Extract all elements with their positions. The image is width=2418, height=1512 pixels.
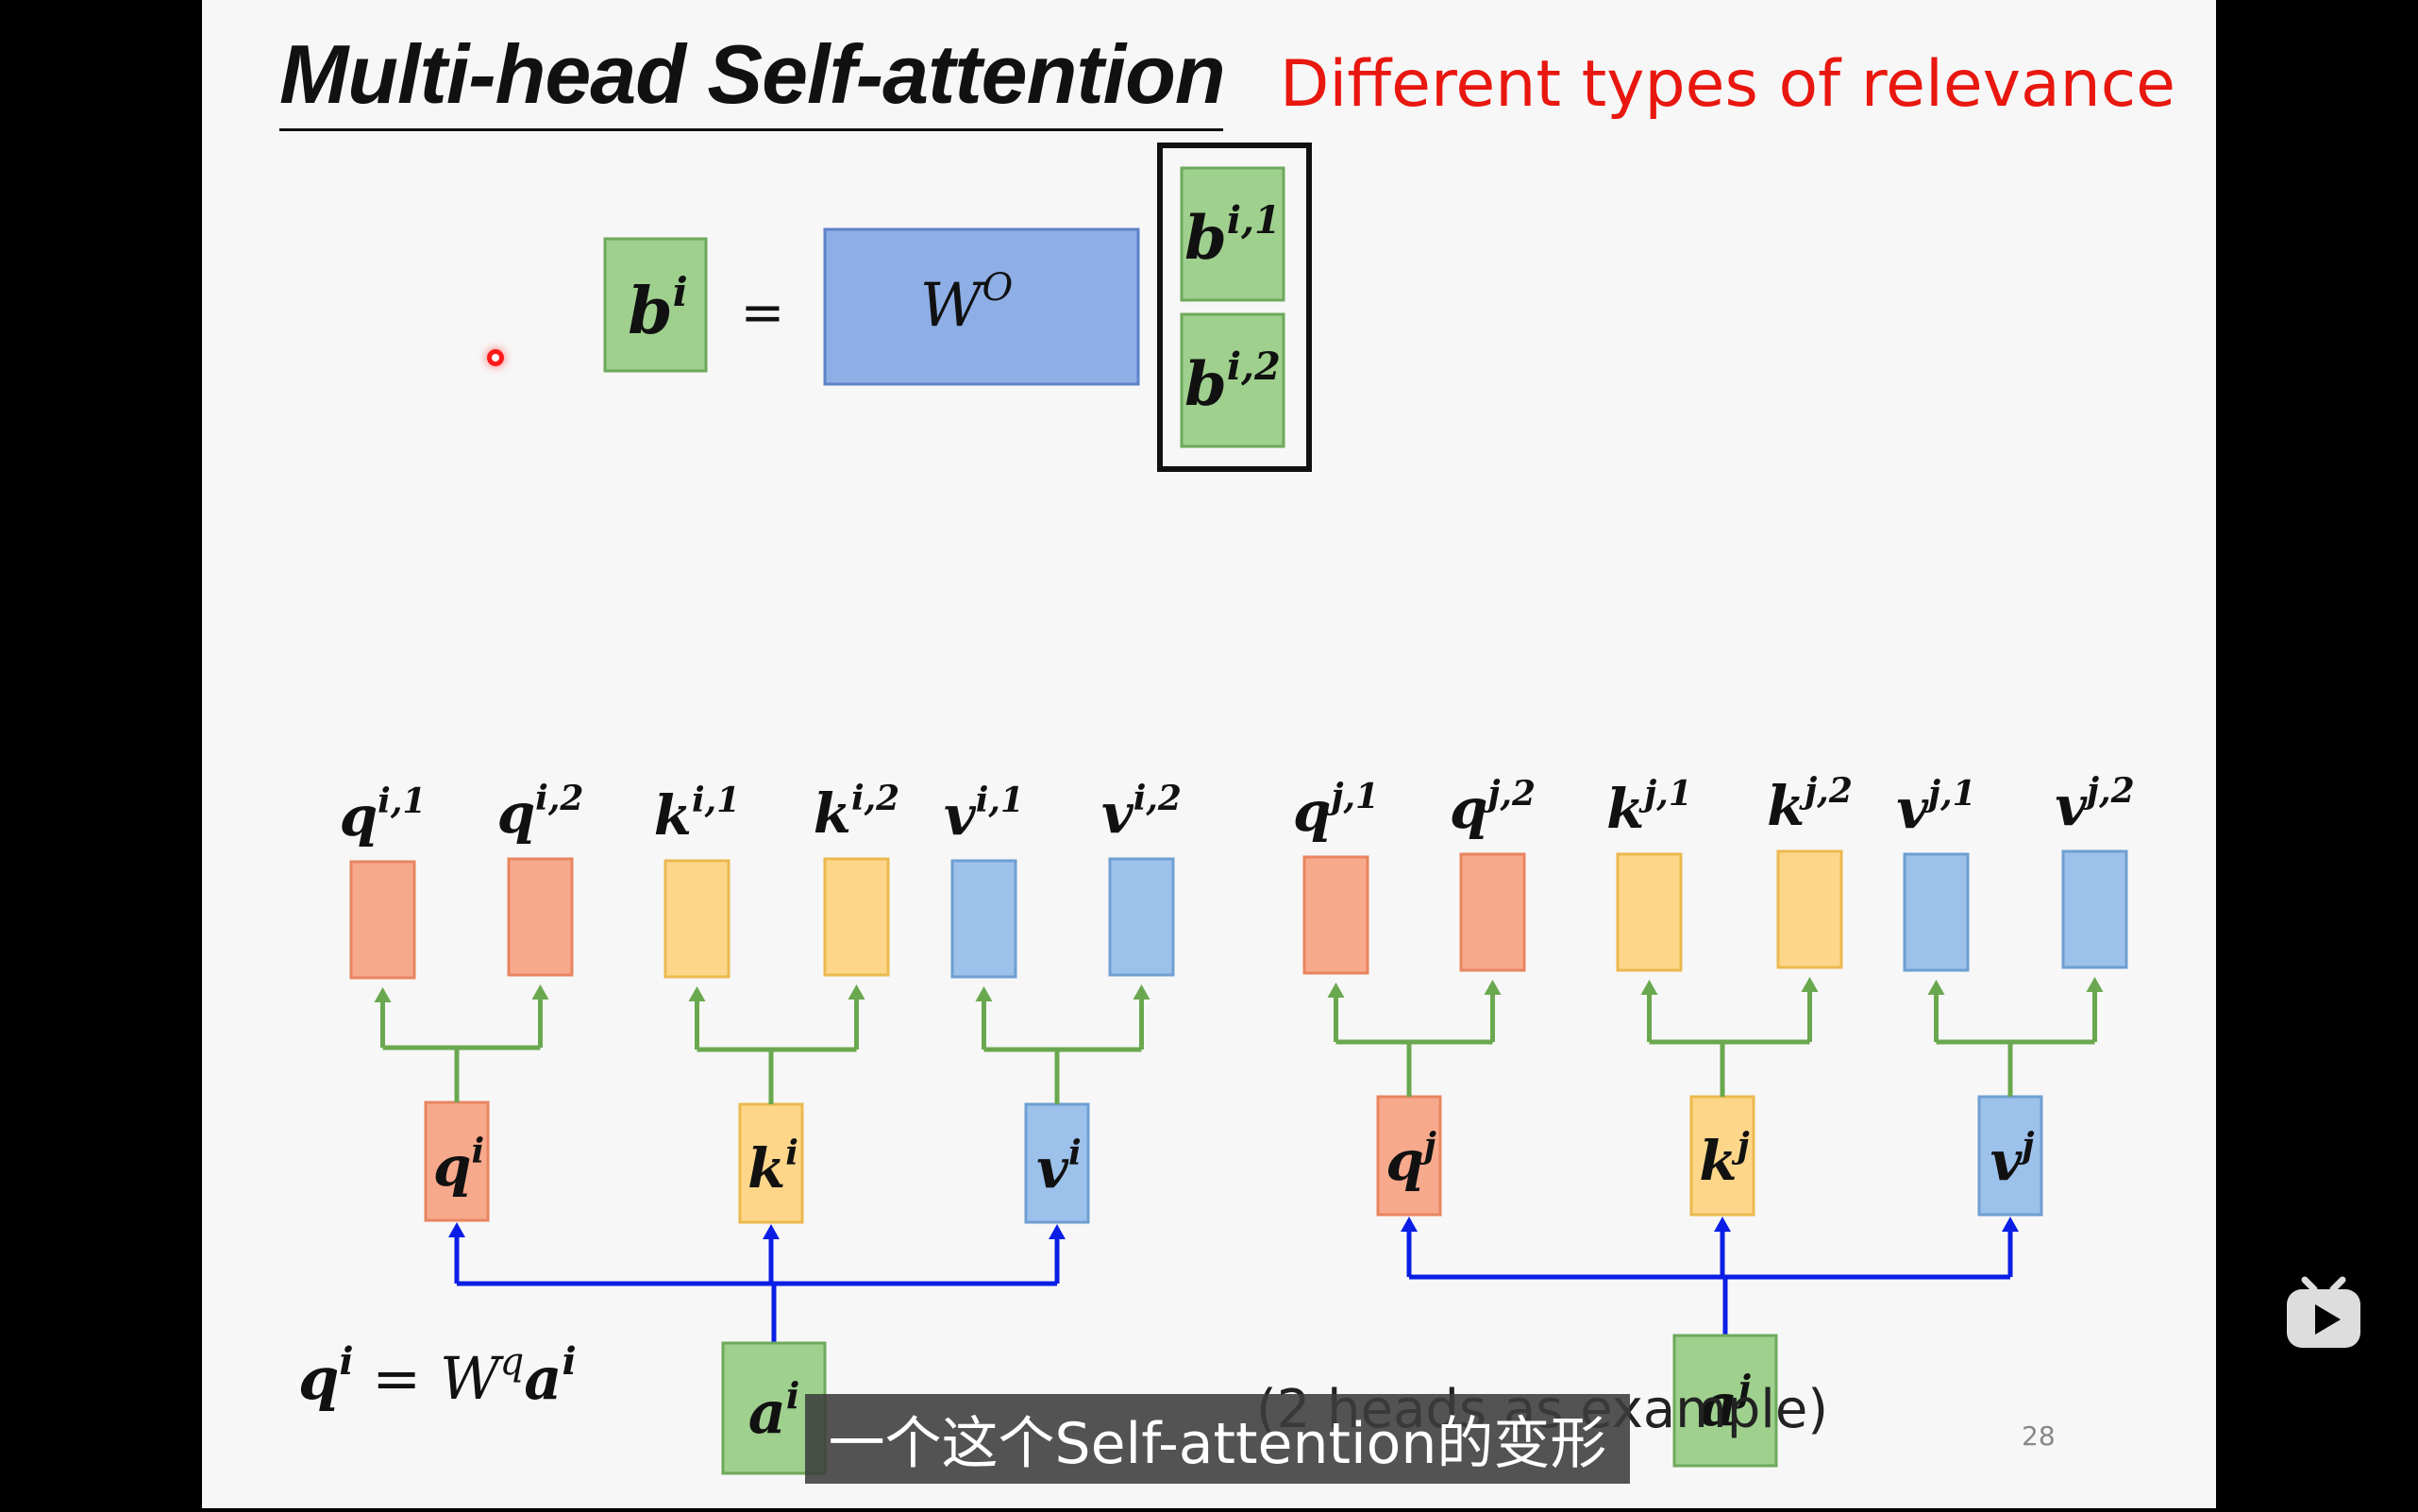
head-output-box-1 xyxy=(1180,166,1285,302)
input-arrow-kj-head xyxy=(1714,1217,1731,1232)
video-subtitle-bar: 一个这个Self-attention的变形 xyxy=(805,1394,1630,1484)
input-arrow-qj-head xyxy=(1401,1217,1418,1232)
play-button-icon[interactable] xyxy=(2284,1276,2363,1352)
input-a-i-label: ai xyxy=(748,1374,800,1447)
proj-qi-label: qi xyxy=(433,1132,484,1199)
proj-qi-box xyxy=(424,1100,490,1222)
equals-sign: = xyxy=(741,282,785,344)
split-arrow-qj-2-head xyxy=(1484,980,1502,995)
split-arrow-vj-2-head xyxy=(2086,977,2104,992)
head-vi-1-label: vi,1 xyxy=(944,781,1024,848)
head-vj-2-box xyxy=(2061,849,2128,969)
output-b-box xyxy=(603,237,708,373)
head-vi-1-box xyxy=(950,859,1017,979)
proj-qj-label: qj xyxy=(1385,1126,1436,1193)
multi-head-diagram: bi = WO bi,1 bi,2 ai qi qi,1 qi,2 ki ki,1 ki,2 vi vi,… xyxy=(298,143,2135,1475)
head-qi-2-label: qi,2 xyxy=(497,779,584,846)
head-qj-2-box xyxy=(1459,852,1526,972)
concat-bracket xyxy=(1157,143,1312,472)
head-kj-1-box xyxy=(1616,852,1683,972)
split-arrow-qi-1-head xyxy=(374,987,392,1002)
split-arrow-qj-1-head xyxy=(1327,983,1345,998)
proj-vj-label: vj xyxy=(1990,1126,2035,1193)
input-arrow-ki-head xyxy=(763,1224,780,1239)
head-ki-2-label: ki,2 xyxy=(814,779,899,846)
split-arrow-qi-2-head xyxy=(531,984,549,1000)
input-arrow-qi-head xyxy=(448,1222,465,1237)
video-subtitle: 一个这个Self-attention的变形 xyxy=(828,1411,1607,1477)
head-vi-2-box xyxy=(1108,857,1175,977)
proj-kj-label: kj xyxy=(1699,1126,1749,1193)
head-ki-2-box xyxy=(823,857,890,977)
split-arrow-vj-1-head xyxy=(1927,980,1945,995)
page-number: 28 xyxy=(2022,1420,2056,1452)
head-ki-1-box xyxy=(663,859,730,979)
head-ki-1-label: ki,1 xyxy=(654,781,740,848)
proj-ki-box xyxy=(738,1102,804,1224)
head-kj-2-box xyxy=(1776,849,1843,969)
split-arrow-kj-2-head xyxy=(1801,977,1819,992)
matrix-wo-label: WO xyxy=(920,266,1014,341)
head-kj-2-label: kj,2 xyxy=(1767,771,1853,838)
head-qj-1-label: qj,1 xyxy=(1293,777,1379,844)
split-arrow-kj-1-head xyxy=(1640,980,1658,995)
head-qi-2-box xyxy=(507,857,574,977)
input-a-j-box xyxy=(1672,1334,1778,1468)
head-qj-2-label: qj,2 xyxy=(1450,774,1536,841)
head-vj-1-label: vj,1 xyxy=(1896,774,1975,841)
split-arrow-ki-1-head xyxy=(688,986,706,1001)
proj-vi-label: vi xyxy=(1036,1134,1081,1201)
split-arrow-vi-2-head xyxy=(1133,984,1150,1000)
slide-subtitle: Different types of relevance xyxy=(1280,47,2175,122)
head-qj-1-box xyxy=(1302,855,1369,975)
head-vj-2-label: vj,2 xyxy=(2055,771,2134,838)
title-underline xyxy=(279,128,1223,131)
output-b-label: bi xyxy=(628,269,688,349)
proj-vj-box xyxy=(1977,1095,2043,1217)
head-vi-2-label: vi,2 xyxy=(1101,779,1182,846)
input-arrow-vi-head xyxy=(1049,1224,1066,1239)
proj-ki-label: ki xyxy=(747,1134,798,1201)
input-a-j-label: aj xyxy=(1700,1367,1751,1439)
formula-q-equals-wq-a: qi = Wqai xyxy=(298,1339,577,1413)
input-arrow-vj-head xyxy=(2002,1217,2019,1232)
matrix-wo-box xyxy=(823,227,1140,386)
proj-vi-box xyxy=(1024,1102,1090,1224)
split-arrow-ki-2-head xyxy=(848,984,865,1000)
head-output-label-1: bi,1 xyxy=(1184,198,1281,274)
cursor-pointer-icon xyxy=(487,349,504,366)
head-vj-1-box xyxy=(1903,852,1970,972)
split-arrow-vi-1-head xyxy=(975,986,993,1001)
head-qi-1-label: qi,1 xyxy=(340,781,427,848)
head-output-label-2: bi,2 xyxy=(1184,344,1281,420)
slide: Multi-head Self-attention Different type… xyxy=(202,0,2216,1508)
head-qi-1-box xyxy=(349,860,416,980)
slide-title: Multi-head Self-attention xyxy=(279,27,1226,121)
head-kj-1-label: kj,1 xyxy=(1606,774,1692,841)
head-output-box-2 xyxy=(1180,312,1285,448)
